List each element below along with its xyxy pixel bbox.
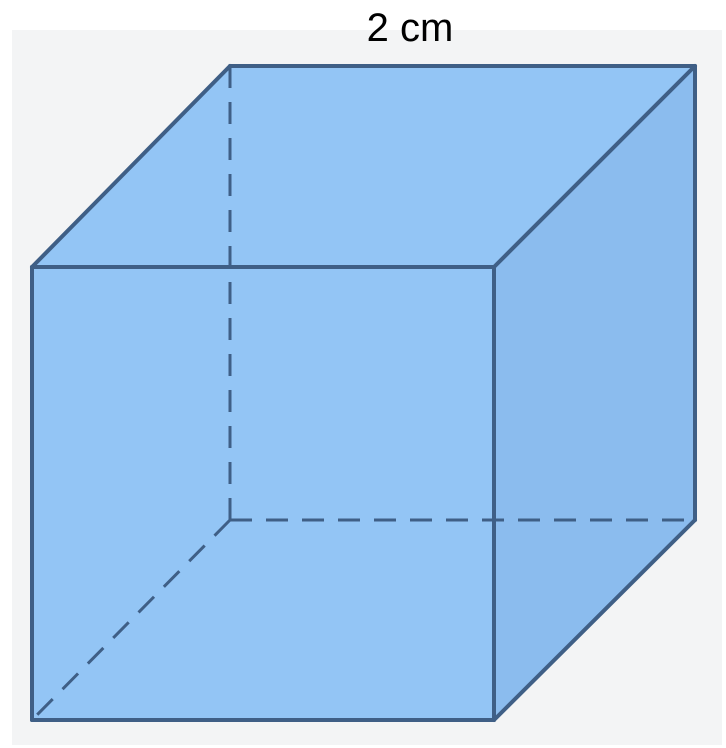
edge-length-label: 2 cm <box>366 6 454 50</box>
edge-top-left <box>30 64 232 269</box>
hidden-edge-diagonal <box>30 518 232 722</box>
cube-front-face <box>32 267 494 720</box>
cube-top-face <box>32 66 695 267</box>
cube-right-face <box>494 66 695 720</box>
edge-bottom-right <box>492 518 697 722</box>
edge-top-right <box>492 64 697 269</box>
